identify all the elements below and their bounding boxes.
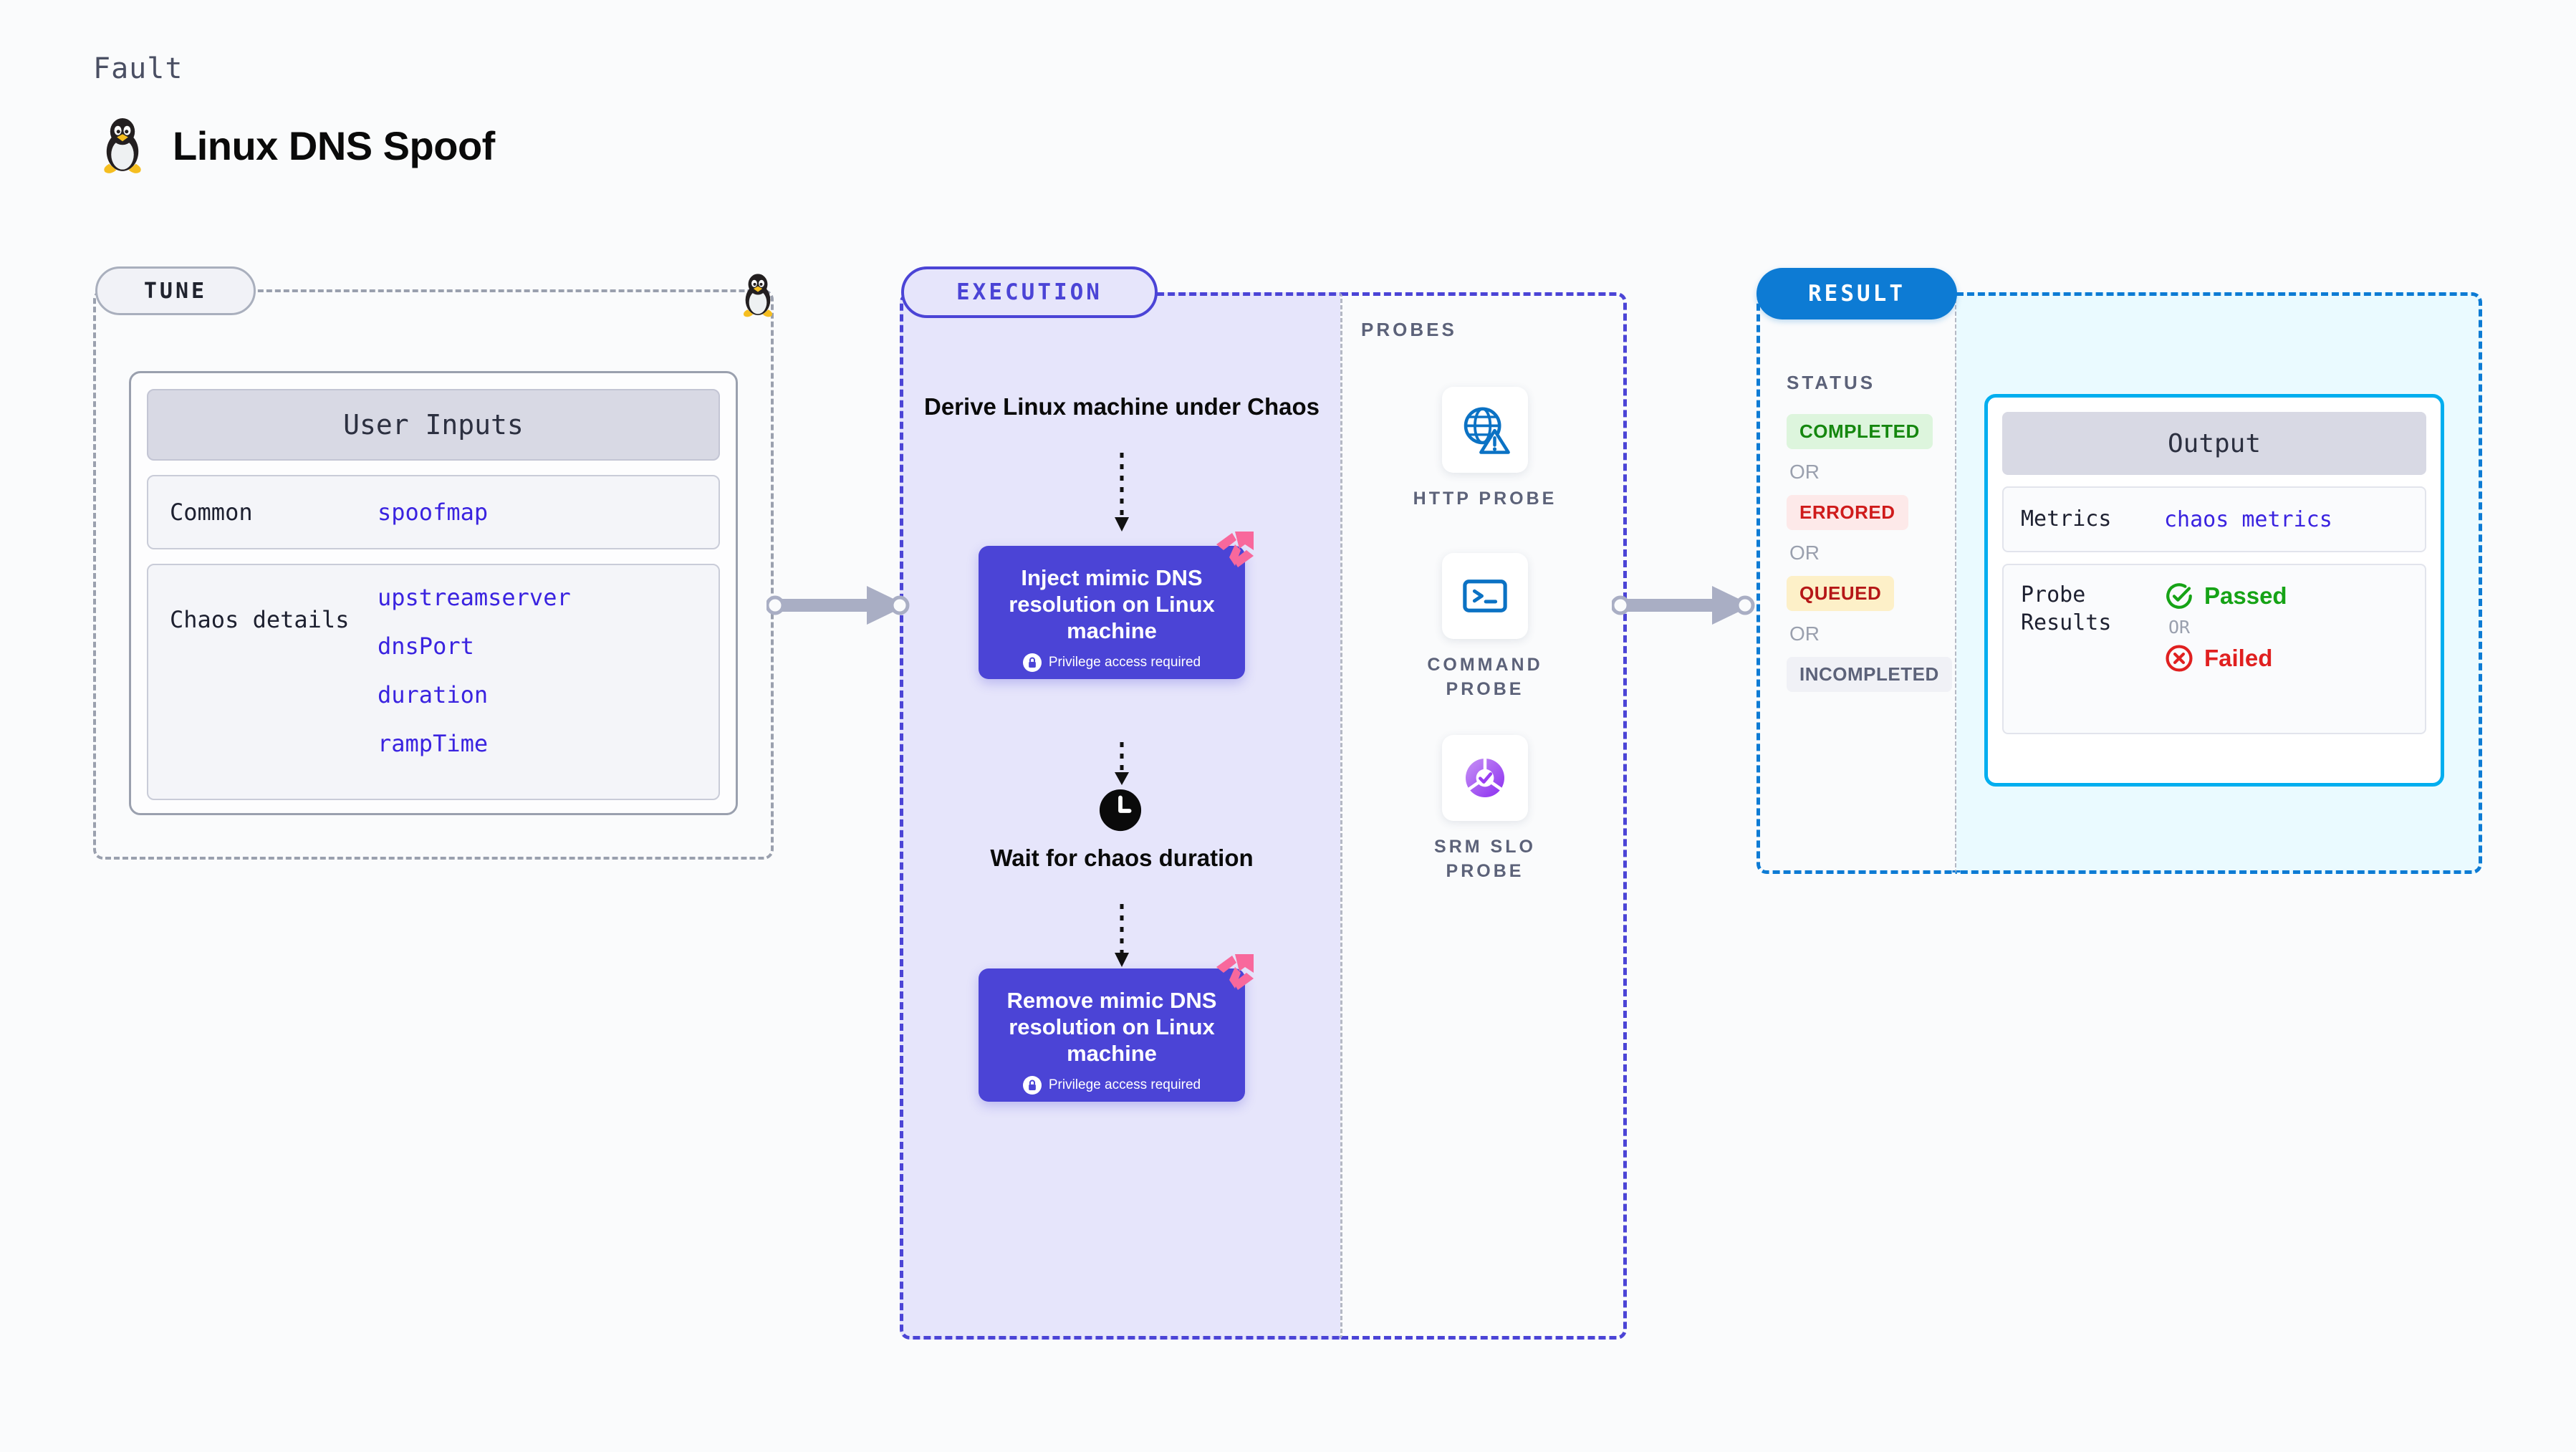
x-circle-icon — [2166, 645, 2193, 672]
tune-section-values: spoofmap — [378, 499, 488, 526]
page-title: Linux DNS Spoof — [173, 122, 495, 168]
status-badge-queued: QUEUED — [1787, 576, 1895, 611]
fault-kicker: Fault — [93, 52, 183, 85]
probe-label: SRM SLO PROBE — [1434, 837, 1536, 881]
tune-value[interactable]: duration — [378, 681, 489, 708]
lock-icon — [1022, 1075, 1042, 1095]
privilege-badge: Privilege access required — [993, 653, 1231, 672]
flow-arrow-down — [1115, 904, 1129, 967]
probe-result-failed: Failed — [2164, 643, 2287, 673]
probe-item-command[interactable]: COMMAND PROBE — [1410, 553, 1560, 702]
globe-warning-icon — [1464, 407, 1510, 454]
litmus-chaos-icon — [1216, 954, 1254, 990]
connector-execution-to-result — [1612, 586, 1755, 625]
tune-section — [93, 289, 774, 860]
output-heading: Output — [2002, 412, 2426, 475]
derive-step-label: Derive Linux machine under Chaos — [924, 393, 1320, 420]
check-circle-icon — [2166, 583, 2192, 609]
tune-section-label: Chaos details — [170, 606, 350, 633]
tune-value[interactable]: spoofmap — [378, 499, 489, 526]
clock-icon — [1099, 789, 1142, 832]
probe-result-or: OR — [2168, 617, 2191, 638]
tux-penguin-icon — [743, 274, 773, 317]
passed-label: Passed — [2204, 582, 2287, 609]
output-card: Output Metrics chaos metrics Probe Resul… — [1984, 394, 2444, 787]
tune-section-chaos-details: Chaos details upstreamserver dnsPort dur… — [147, 564, 720, 800]
status-or: OR — [1789, 461, 1820, 483]
litmus-chaos-icon — [1216, 532, 1254, 567]
tune-value[interactable]: rampTime — [378, 730, 489, 757]
probe-item-srm-slo[interactable]: SRM SLO PROBE — [1410, 735, 1560, 884]
flow-arrow-down — [1115, 742, 1129, 785]
failed-label: Failed — [2204, 645, 2273, 671]
flow-arrow-down — [1115, 453, 1129, 532]
status-chip-list: COMPLETED OR ERRORED OR QUEUED OR INCOMP… — [1787, 414, 1952, 692]
status-badge-completed: COMPLETED — [1787, 414, 1933, 449]
execution-stage-badge: EXECUTION — [901, 266, 1158, 318]
privilege-badge-label: Privilege access required — [1048, 654, 1201, 670]
tune-value[interactable]: upstreamserver — [378, 584, 571, 611]
user-inputs-card: User Inputs Common spoofmap Chaos detail… — [129, 371, 738, 815]
execution-node-remove[interactable]: Remove mimic DNS resolution on Linux mac… — [979, 968, 1245, 1102]
tune-section-values: upstreamserver dnsPort duration rampTime — [378, 584, 571, 757]
tux-penguin-icon — [104, 118, 141, 173]
metrics-value[interactable]: chaos metrics — [2164, 506, 2332, 532]
tune-section-label: Common — [170, 499, 253, 526]
tune-value[interactable]: dnsPort — [378, 633, 474, 660]
probes-label: PROBES — [1361, 319, 1457, 340]
metrics-label: Metrics — [2021, 506, 2112, 532]
status-badge-incompleted: INCOMPLETED — [1787, 657, 1952, 692]
terminal-icon — [1463, 580, 1507, 612]
execution-node-title: Remove mimic DNS resolution on Linux mac… — [1006, 988, 1217, 1067]
probe-results-values: Passed OR Failed — [2164, 581, 2287, 717]
wait-step-label: Wait for chaos duration — [990, 845, 1254, 871]
probe-tile — [1442, 553, 1528, 639]
privilege-badge: Privilege access required — [993, 1075, 1231, 1095]
probe-tile — [1442, 387, 1528, 473]
user-inputs-heading: User Inputs — [147, 389, 720, 461]
result-stage-badge: RESULT — [1756, 268, 1957, 319]
tune-stage-badge: TUNE — [95, 266, 256, 315]
probe-result-passed: Passed — [2164, 581, 2287, 611]
probe-item-http[interactable]: HTTP PROBE — [1410, 387, 1560, 511]
probe-results-label: Probe Results — [2021, 582, 2112, 635]
probe-label: COMMAND PROBE — [1427, 655, 1543, 699]
connector-tune-to-execution — [766, 586, 910, 625]
probe-tile — [1442, 735, 1528, 821]
status-or: OR — [1789, 542, 1820, 564]
output-metrics-row: Metrics chaos metrics — [2002, 486, 2426, 552]
privilege-badge-label: Privilege access required — [1048, 1077, 1201, 1092]
status-label: STATUS — [1787, 372, 1876, 393]
output-probe-results-row: Probe Results Passed OR Failed — [2002, 564, 2426, 734]
execution-node-title: Inject mimic DNS resolution on Linux mac… — [1009, 565, 1215, 644]
execution-node-inject[interactable]: Inject mimic DNS resolution on Linux mac… — [979, 546, 1245, 679]
probe-label: HTTP PROBE — [1413, 489, 1557, 509]
slo-donut-check-icon — [1466, 759, 1504, 797]
tune-section-common: Common spoofmap — [147, 475, 720, 549]
status-or: OR — [1789, 622, 1820, 645]
fault-title-row: Linux DNS Spoof — [97, 115, 495, 176]
status-badge-errored: ERRORED — [1787, 495, 1908, 530]
lock-icon — [1022, 653, 1042, 672]
